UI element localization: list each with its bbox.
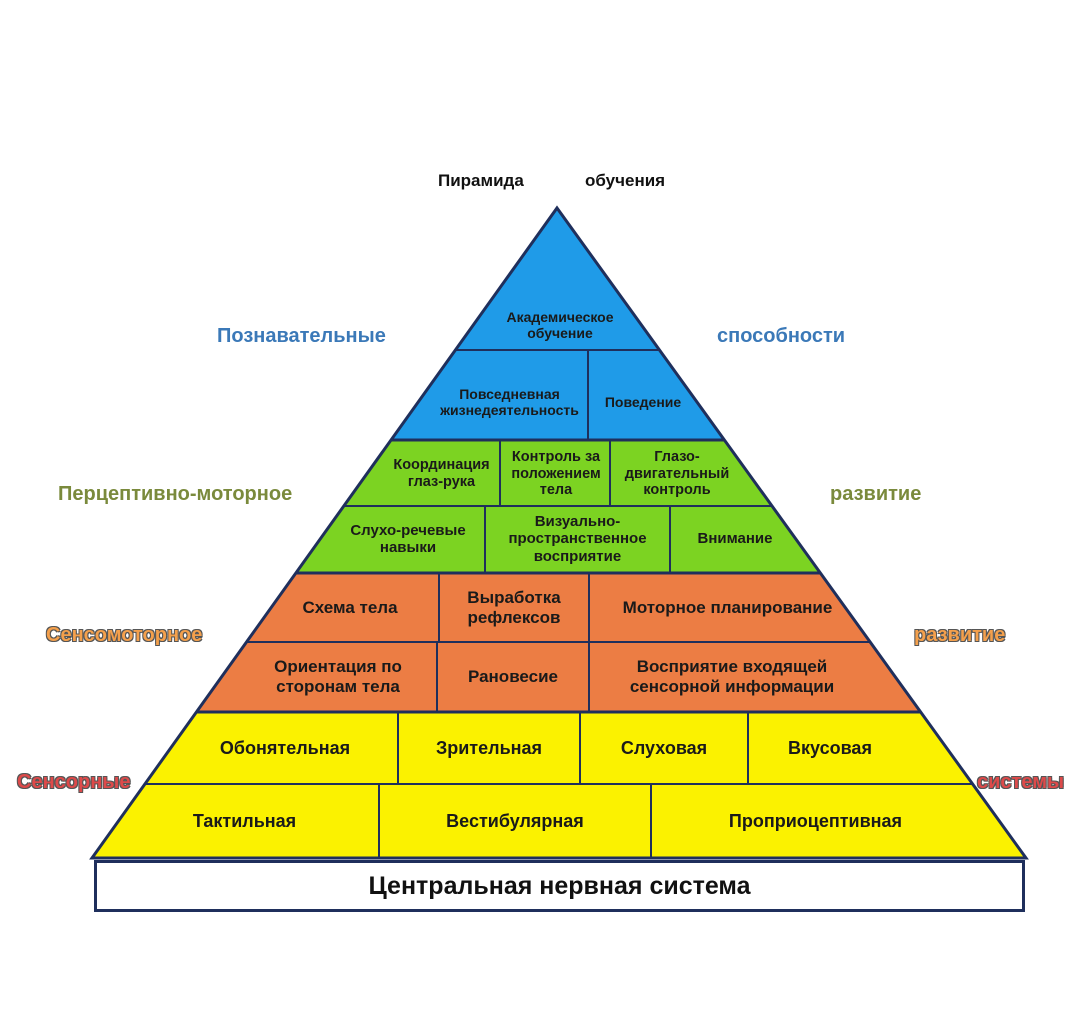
cell-proprioceptive: Проприоцептивная: [728, 810, 903, 831]
cell-vestibular: Вестибулярная: [446, 810, 584, 831]
cell-body-side-orientation: Ориентация по сторонам тела: [274, 657, 402, 696]
cell-balance: Рановесие: [467, 667, 559, 687]
cell-gustatory: Вкусовая: [788, 737, 872, 758]
central-nervous-system-base: Центральная нервная система: [94, 860, 1025, 912]
cognitive-left-label: Познавательные: [217, 325, 386, 347]
perceptual-right-label: развитие: [830, 483, 922, 505]
cell-olfactory: Обонятельная: [219, 737, 351, 758]
title-word-1: Пирамида: [438, 171, 524, 190]
cell-auditory: Слуховая: [620, 737, 708, 758]
cell-attention: Внимание: [697, 530, 773, 548]
cell-tactile: Тактильная: [192, 810, 297, 831]
band-cognitive: [391, 208, 725, 440]
sensory-left-label: Сенсорные: [17, 771, 131, 793]
cell-postural-control: Контроль за положением тела: [511, 448, 601, 499]
cell-daily-living: Повседневная жизнедеятельность: [440, 385, 579, 418]
cell-reflex-development: Выработка рефлексов: [467, 588, 561, 627]
cell-motor-planning: Моторное планирование: [622, 598, 833, 618]
pyramid-outline: [89, 205, 1029, 860]
perceptual-left-label: Перцептивно-моторное: [58, 483, 293, 505]
cognitive-right-label: способности: [717, 325, 846, 347]
sensorimotor-left-label: Сенсомоторное: [46, 624, 203, 646]
title-word-2: обучения: [585, 171, 666, 190]
cell-behavior: Поведение: [604, 393, 682, 410]
cell-oculomotor-control: Глазо-двигательный контроль: [624, 448, 730, 499]
cell-eye-hand-coordination: Координация глаз-рука: [393, 457, 490, 490]
cell-sensory-input-perception: Восприятие входящей сенсорной информации: [629, 657, 835, 696]
cell-body-scheme: Схема тела: [302, 598, 398, 618]
cell-visual-spatial-perception: Визуально-пространственное восприятие: [508, 513, 647, 565]
cell-visual: Зрительная: [435, 737, 543, 758]
cell-academic-learning: Академическое обучение: [506, 308, 614, 341]
sensory-right-label: системы: [977, 771, 1065, 793]
sensorimotor-right-label: развитие: [914, 624, 1006, 646]
cell-auditory-language: Слухо-речевые навыки: [350, 521, 466, 556]
